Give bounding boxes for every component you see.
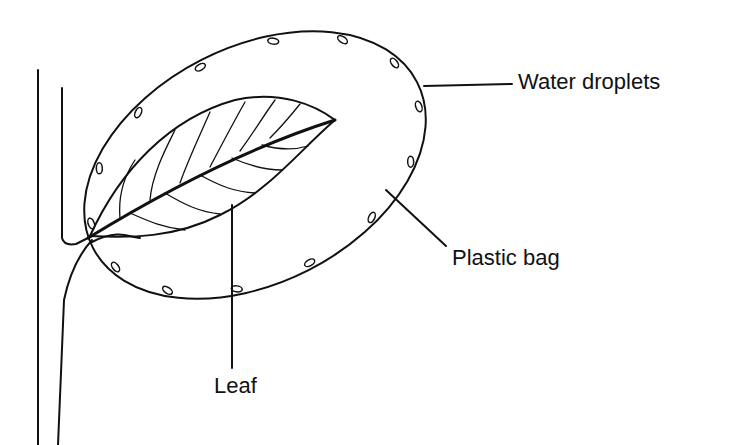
water-droplet (303, 258, 316, 269)
water-droplet (267, 37, 279, 45)
leader-line (386, 190, 446, 246)
water-droplet (110, 261, 121, 273)
water-droplet (231, 285, 243, 293)
part-label: Plastic bag (452, 246, 560, 270)
stem-outline (37, 70, 39, 445)
part-label: Leaf (214, 374, 257, 398)
stem-outline (58, 240, 92, 445)
water-droplet (389, 57, 400, 69)
water-droplets (87, 34, 424, 296)
water-droplet (414, 100, 423, 112)
plastic-bag (39, 0, 470, 353)
leaf-petiole (92, 235, 140, 242)
water-droplet (408, 156, 414, 167)
water-droplet (194, 62, 207, 73)
leader-line (424, 84, 512, 86)
part-label: Water droplets (518, 70, 660, 94)
water-droplet (161, 285, 173, 296)
water-droplet (367, 211, 377, 223)
leaf-veins (120, 100, 308, 230)
water-droplet (133, 106, 143, 118)
water-droplet (87, 217, 96, 229)
water-droplet (96, 163, 102, 174)
water-droplet (336, 34, 348, 45)
